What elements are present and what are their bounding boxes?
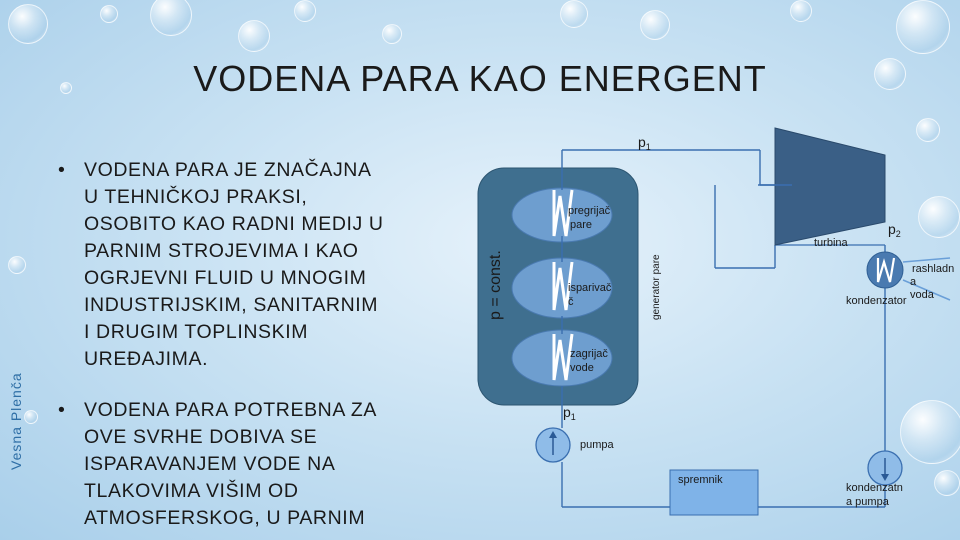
bubble	[382, 24, 402, 44]
tank	[669, 469, 759, 516]
bubble	[918, 196, 960, 238]
water-heater-label-1: zagrijač	[570, 348, 608, 360]
bubble	[294, 0, 316, 22]
bubble	[874, 58, 906, 90]
p1-top-sub: 1	[646, 142, 651, 152]
p1-top-label: p1	[638, 134, 651, 152]
condenser	[866, 251, 904, 289]
bubble	[560, 0, 588, 28]
page-title: VODENA PARA KAO ENERGENT	[193, 58, 767, 99]
bullet-text: VODENA PARA POTREBNA ZA OVE SVRHE DOBIVA…	[84, 399, 376, 529]
cooling-water-out	[902, 279, 951, 301]
p2-label: p2	[888, 221, 901, 239]
bubble	[916, 118, 940, 142]
condensate-pump-label-2: a pumpa	[846, 496, 890, 508]
pipe-network	[561, 149, 886, 508]
bubble	[100, 5, 118, 23]
bullet-text: VODENA PARA JE ZNAČAJNA U TEHNIČKOJ PRAK…	[84, 159, 384, 370]
superheater-label-2: pare	[570, 219, 592, 231]
p1-bottom-label: p1	[563, 404, 576, 422]
condensate-pump	[867, 450, 903, 486]
condenser-label: kondenzator	[846, 295, 907, 307]
water-heater	[511, 329, 613, 387]
feed-pump	[535, 427, 571, 463]
evaporator-label-1: isparivač	[568, 282, 612, 294]
bubble	[640, 10, 670, 40]
water-heater-label-2: vode	[570, 362, 594, 374]
bubble	[896, 0, 950, 54]
p2-p: p	[888, 221, 896, 237]
bubble	[150, 0, 192, 36]
cooling-water-in	[902, 257, 951, 263]
p2-sub: 2	[896, 229, 901, 239]
evaporator-label-2: č	[568, 296, 574, 308]
bubble	[790, 0, 812, 22]
bubble	[24, 410, 38, 424]
bubble	[60, 82, 72, 94]
cooling-water-label-2: a	[910, 276, 917, 288]
condensate-pump-label-1: kondenzatn	[846, 482, 903, 494]
bubble	[900, 400, 960, 464]
p1-bottom-p: p	[563, 404, 571, 420]
bubble	[8, 4, 48, 44]
bullet-item: • VODENA PARA JE ZNAČAJNA U TEHNIČKOJ PR…	[58, 157, 388, 373]
tank-label: spremnik	[678, 474, 723, 486]
turbine	[758, 127, 886, 246]
generator-label: generator pare	[651, 254, 662, 320]
cooling-water-label-3: voda	[910, 289, 935, 301]
cooling-water-label-1: rashladn	[912, 263, 954, 275]
bullet-dot: •	[58, 159, 66, 181]
p1-bottom-sub: 1	[571, 412, 576, 422]
turbine-label: turbina	[814, 237, 849, 249]
bubble	[8, 256, 26, 274]
bubble	[238, 20, 270, 52]
pressure-constant-label: p = const.	[487, 250, 504, 320]
superheater-label-1: pregrijač	[568, 205, 611, 217]
bullet-dot: •	[58, 399, 66, 421]
bullet-item: • VODENA PARA POTREBNA ZA OVE SVRHE DOBI…	[58, 397, 388, 532]
pump-label: pumpa	[580, 439, 615, 451]
p1-top-p: p	[638, 134, 646, 150]
